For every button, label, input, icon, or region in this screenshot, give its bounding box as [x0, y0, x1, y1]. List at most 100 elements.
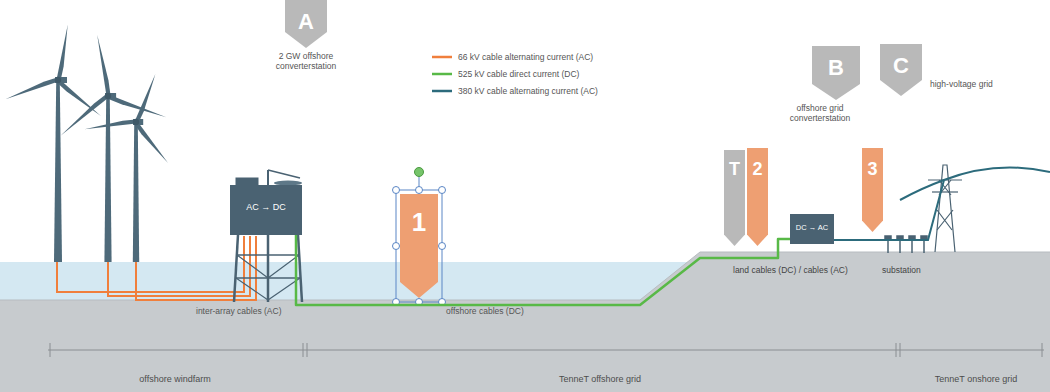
wind-turbine — [61, 35, 167, 262]
wind-turbine-part — [134, 121, 168, 163]
callout-number: 1 — [400, 194, 438, 298]
dimension-line-part — [896, 343, 897, 357]
node-text: C — [893, 54, 909, 78]
node-shape-part — [285, 0, 327, 48]
platform-jacket-part — [298, 235, 302, 302]
legend-text: 525 kV cable direct current (DC) — [458, 69, 579, 79]
inter-array-cables — [57, 236, 256, 300]
legend-swatch — [430, 52, 454, 62]
platform-topside-part — [274, 181, 302, 186]
station-label: 2 GW offshore converterstation — [251, 52, 361, 72]
wind-turbine-part — [105, 93, 116, 99]
dimension-line-part — [1042, 343, 1043, 357]
legend-swatch — [430, 69, 454, 79]
legend-swatch-part — [432, 56, 452, 59]
platform-topside-part — [268, 170, 300, 178]
legend-item: 66 kV cable alternating current (AC) — [430, 52, 593, 62]
selection-handles-part — [415, 168, 424, 177]
wind-turbine-part — [57, 25, 68, 81]
wind-turbine — [85, 74, 169, 262]
callout-letter: A — [285, 0, 327, 48]
legend-text: 380 kV cable alternating current (AC) — [458, 86, 598, 96]
legend-text: 66 kV cable alternating current (AC) — [458, 52, 593, 62]
wind-turbine-part — [135, 74, 156, 123]
selection-handles-part — [439, 187, 446, 194]
callout-number: 2 — [747, 148, 768, 246]
substation-part — [899, 240, 901, 253]
platform-topside-part — [236, 178, 258, 186]
callout-number: 3 — [862, 148, 883, 232]
node-text: B — [828, 56, 844, 80]
converter-platform: AC → DC — [230, 185, 302, 235]
cable-label: inter-array cables (AC) — [196, 307, 282, 317]
inter-array-cables-part — [108, 236, 250, 296]
station-label: offshore grid converterstation — [768, 104, 872, 124]
wind-turbine — [5, 25, 101, 262]
dimension-line-part — [50, 343, 51, 357]
legend-swatch-part — [432, 73, 452, 76]
substation-part — [911, 240, 913, 253]
node-text: A — [298, 10, 314, 34]
callout-letter: C — [880, 44, 922, 96]
selection-handles — [393, 168, 446, 306]
selection-handles-part — [416, 187, 423, 194]
node-shape-part — [230, 185, 302, 235]
platform-jacket — [234, 235, 302, 302]
pylon-part — [932, 191, 958, 192]
wind-turbines — [5, 25, 168, 262]
node-text: AC → DC — [246, 203, 286, 213]
platform-jacket-part — [267, 235, 270, 302]
wind-turbine-part — [56, 79, 101, 116]
legend-item: 525 kV cable direct current (DC) — [430, 69, 579, 79]
platform-topside — [236, 170, 302, 186]
zone-label: TenneT onshore grid — [910, 374, 1042, 384]
dc-cable — [296, 235, 790, 305]
selection-handles-part — [396, 190, 442, 302]
zone-label: offshore windfarm — [100, 374, 250, 384]
substation-part — [923, 240, 925, 253]
grid-label: high-voltage grid — [930, 80, 993, 90]
platform-jacket-part — [234, 235, 238, 302]
node-shape-part — [790, 214, 834, 244]
legend-item: 380 kV cable alternating current (AC) — [430, 86, 598, 96]
pylon-part — [937, 180, 953, 230]
background — [0, 252, 1050, 392]
dimension-line-part — [303, 343, 304, 357]
wind-turbine-part — [133, 119, 139, 125]
node-shape-part — [880, 44, 922, 96]
callout-letter: T — [724, 150, 745, 246]
cable-label: offshore cables (DC) — [446, 307, 524, 317]
wind-turbine-part — [61, 94, 109, 136]
node-text: 2 — [752, 160, 762, 180]
node-shape-part — [724, 150, 745, 246]
dimension-line — [48, 343, 1044, 357]
pylon — [928, 165, 962, 252]
background-part — [0, 262, 700, 302]
dimension-line-part — [900, 343, 901, 357]
node-shape-part — [400, 194, 438, 298]
wind-turbine-part — [85, 119, 137, 129]
node-text: 3 — [867, 160, 877, 180]
dimension-line-part — [48, 350, 1044, 351]
wind-turbine-part — [55, 77, 67, 83]
wind-turbine-part — [105, 93, 111, 99]
inter-array-cables-part — [57, 236, 244, 292]
substation — [885, 236, 927, 253]
platform-jacket-part — [236, 255, 300, 300]
node-text: DC → AC — [796, 224, 829, 232]
selection-handles-part — [393, 187, 400, 194]
node-shape-part — [862, 148, 883, 232]
substation-part — [887, 240, 889, 253]
substation-label: substation — [882, 266, 921, 276]
node-text: 1 — [412, 208, 426, 237]
node-shape-part — [812, 46, 860, 100]
cable-label: land cables (DC) / cables (AC) — [733, 266, 848, 276]
wind-turbine-part — [54, 83, 62, 262]
platform-jacket-part — [237, 254, 299, 256]
wind-turbine-part — [5, 78, 58, 100]
wind-turbine-part — [133, 125, 139, 262]
selection-handles-part — [439, 243, 446, 250]
legend-swatch-part — [432, 90, 452, 93]
legend-swatch — [430, 86, 454, 96]
